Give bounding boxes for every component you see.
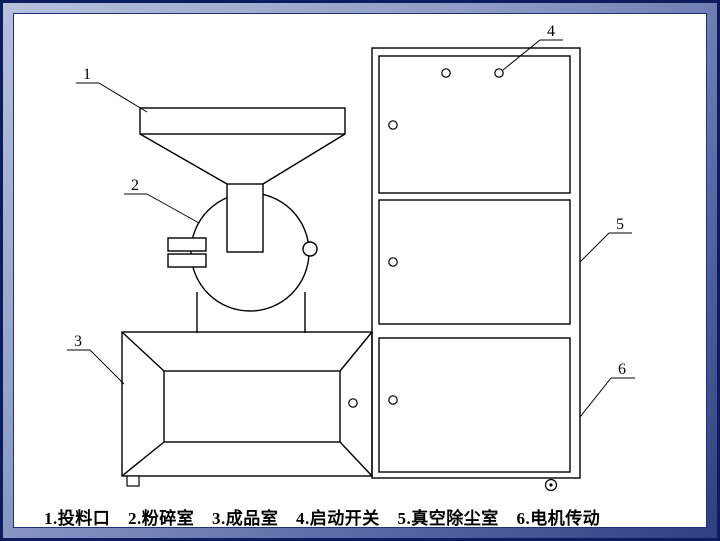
slide-canvas (13, 13, 707, 528)
callout-6-number: 6 (618, 361, 626, 378)
legend-item: 4.启动开关 (296, 509, 380, 528)
panel-screw (388, 395, 398, 405)
callout-numbers: 1 2 3 4 5 6 (74, 23, 626, 378)
product-chamber (121, 331, 373, 477)
inset-edge-bottom-right (339, 441, 373, 477)
cabinet-panel-bottom (378, 337, 571, 473)
callout-2-leader (124, 193, 200, 224)
legend-item: 6.电机传动 (516, 509, 601, 528)
caster-axle-dot (549, 483, 553, 487)
inset-edge-bottom-left (121, 441, 165, 477)
callout-4-number: 4 (547, 23, 555, 40)
feed-neck (226, 183, 264, 253)
product-chamber-outline (121, 331, 373, 477)
cabinet-outline (371, 47, 581, 479)
callout-5-number: 5 (616, 216, 624, 233)
funnel-left-edge (139, 133, 228, 185)
cabinet (371, 47, 581, 479)
clamp-block-lower (167, 253, 207, 268)
inset-edge-top-left (121, 331, 165, 372)
product-chamber-inner (163, 370, 341, 443)
latch-knob (348, 398, 358, 408)
machine-feet (126, 475, 558, 492)
funnel-right-edge (262, 133, 346, 185)
cabinet-panel-middle (378, 199, 571, 325)
inset-edge-top-right (339, 331, 373, 372)
panel-screw (441, 68, 451, 78)
cabinet-panel-top (378, 55, 571, 194)
feed-hopper (139, 107, 346, 135)
legend-item: 1.投料口 (44, 509, 111, 528)
shaft-hub (302, 241, 318, 257)
legend-caption: 1.投料口 2.粉碎室 3.成品室 4.启动开关 5.真空除尘室 6.电机传动 (44, 504, 600, 529)
callout-4-leader (502, 39, 563, 71)
foot-block (126, 475, 140, 487)
panel-fasteners (348, 68, 504, 408)
callout-leaders (67, 39, 635, 418)
legend-item: 5.真空除尘室 (397, 509, 499, 528)
callout-1-number: 1 (83, 66, 91, 83)
callout-2-number: 2 (131, 177, 139, 194)
callout-3-number: 3 (74, 333, 82, 350)
legend-item: 3.成品室 (212, 509, 279, 528)
crushing-assembly (139, 107, 346, 333)
clamp-block-upper (167, 237, 207, 252)
callout-6-leader (579, 377, 635, 418)
callout-1-leader (76, 82, 148, 113)
panel-screw (388, 257, 398, 267)
start-switch-button (494, 68, 504, 78)
legend-item: 2.粉碎室 (128, 509, 195, 528)
panel-screw (388, 120, 398, 130)
callout-3-leader (67, 349, 125, 385)
callout-5-leader (579, 232, 632, 263)
